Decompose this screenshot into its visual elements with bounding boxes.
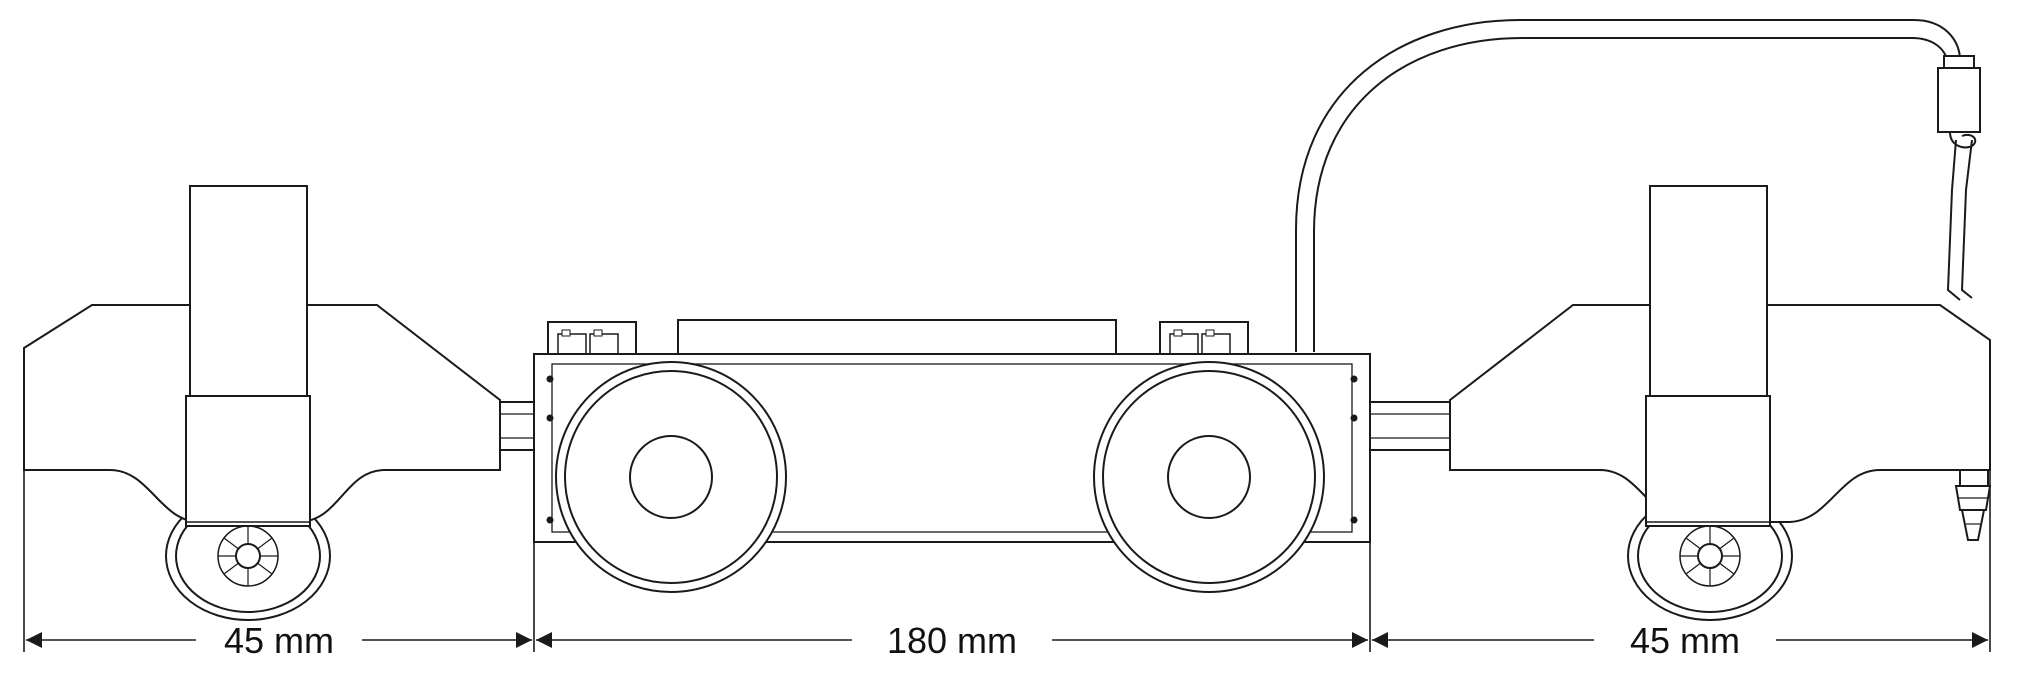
left-post-collar [185, 395, 311, 527]
left-vertical-post [189, 185, 308, 397]
dimension-center-label: 180 mm [887, 620, 1017, 661]
top-center-bar [677, 319, 1117, 355]
torch-tip [1954, 469, 1992, 541]
left-side-module [23, 185, 501, 621]
torch-cable [1946, 139, 1973, 301]
right-vertical-post [1649, 185, 1768, 397]
torch-connector [1937, 55, 1981, 149]
dimension-right-label: 45 mm [1630, 620, 1740, 661]
center-chassis [499, 319, 1451, 593]
top-left-clamp [547, 321, 637, 357]
chassis-screws [546, 375, 1358, 524]
right-drive-wheel [1093, 361, 1325, 593]
left-drive-wheel [555, 361, 787, 593]
cable-hose [1295, 19, 1961, 352]
right-post-collar [1645, 395, 1771, 527]
right-side-module [1449, 185, 1992, 621]
extension-lines [23, 340, 1991, 652]
dimension-left-label: 45 mm [224, 620, 334, 661]
top-right-clamp [1159, 321, 1249, 357]
